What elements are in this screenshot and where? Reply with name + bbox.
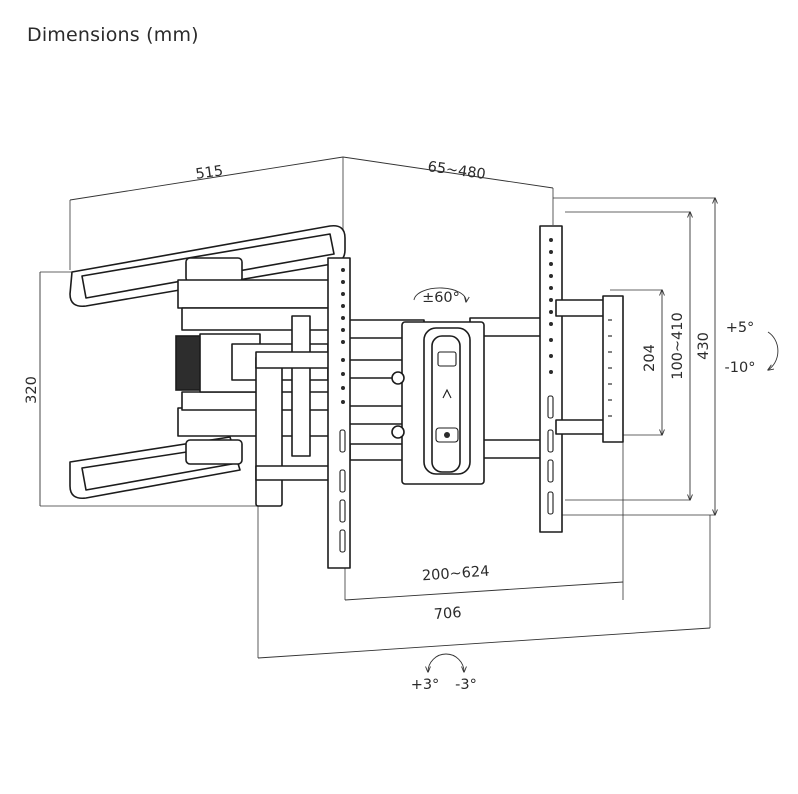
- dimension-labels: 515 65~480 320 430 100~410 204 200~624 7…: [24, 159, 755, 693]
- rotation-arrows: [413, 287, 779, 672]
- level-right-arrow-icon: [445, 653, 464, 672]
- label-plate-width: 706: [433, 605, 462, 623]
- right-bracket-holes: [547, 238, 554, 515]
- swivel-arrow-icon: [413, 287, 466, 302]
- label-inner-height: 204: [642, 344, 658, 372]
- label-arm-width: 515: [195, 163, 225, 183]
- label-tilt-down: -10°: [725, 360, 756, 376]
- left-tv-bracket: [255, 257, 351, 569]
- label-extension: 65~480: [427, 159, 487, 183]
- label-plate-height: 430: [696, 332, 712, 360]
- label-swivel: ±60°: [422, 290, 460, 306]
- right-plate-ticks: [608, 319, 612, 417]
- level-left-arrow-icon: [428, 653, 447, 672]
- tilt-arrow-icon: [768, 331, 779, 370]
- wall-plate-arms: [69, 224, 346, 500]
- dimension-lines: [39, 156, 715, 659]
- label-arm-height: 320: [24, 376, 40, 404]
- left-bracket-holes: [339, 268, 346, 553]
- diagram-title: Dimensions (mm): [27, 24, 199, 46]
- label-level-minus: -3°: [455, 677, 477, 693]
- label-vesa-width: 200~624: [421, 564, 489, 585]
- label-tilt-up: +5°: [726, 320, 755, 336]
- swing-arms: [175, 279, 555, 461]
- label-level-plus: +3°: [411, 677, 440, 693]
- swivel-head: [391, 321, 485, 485]
- right-tv-bracket: [539, 225, 624, 533]
- label-vesa-height: 100~410: [670, 312, 686, 380]
